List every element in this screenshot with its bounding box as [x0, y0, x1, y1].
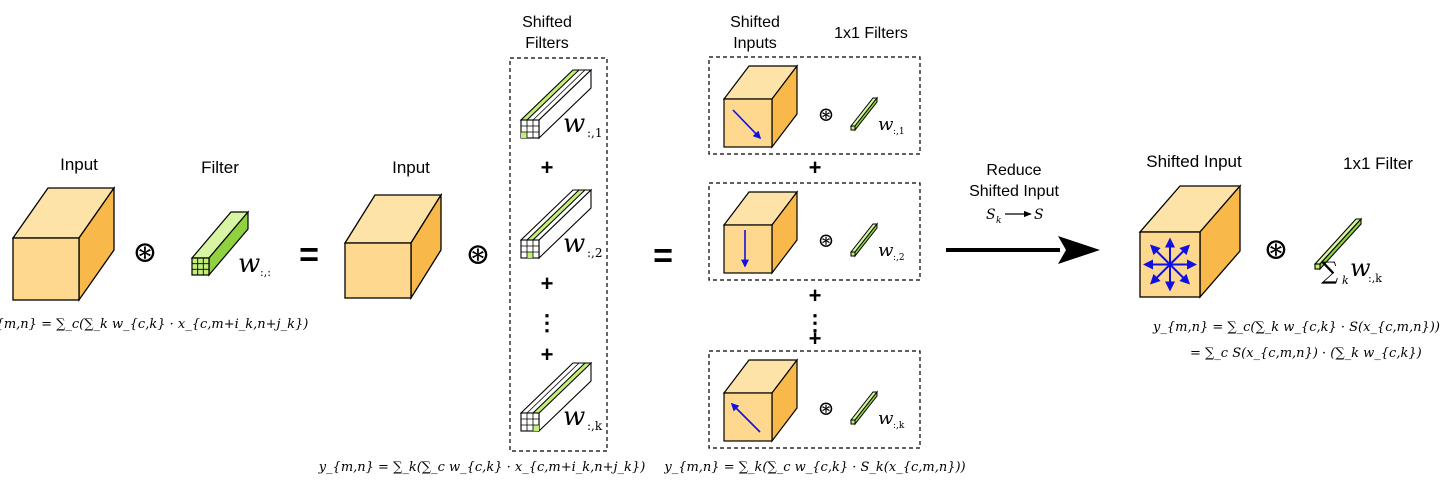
shift-directions-arrows: [1143, 237, 1197, 292]
radial-shift-arrow: [1169, 244, 1191, 266]
ellipsis-3: ⋮: [804, 310, 826, 335]
reduced-filter: [1313, 217, 1363, 271]
shifted-filter-3: w:,k: [519, 361, 603, 433]
plus-sign-2c: +: [541, 342, 554, 367]
shifted-filter-1: w:,1: [519, 68, 603, 140]
one-by-one-filter: [850, 125, 856, 131]
shifted-input-stack: ⊛w:,1⊛w:,2⊛w:,k: [708, 56, 921, 449]
ellipsis-2: ⋮: [536, 310, 558, 335]
reduce-arrow: [946, 236, 1100, 264]
reduce-formula: S k S: [986, 207, 1044, 226]
equation-2: y_{m,n} = ∑_k(∑_c w_{c,k} · x_{c,m+i_k,n…: [318, 460, 646, 475]
one-by-one-weight-sub: :,1: [893, 127, 905, 137]
sum-sub: k: [1342, 274, 1349, 287]
reduced-weight-sub: :,k: [1368, 272, 1382, 285]
shifted-filters-label-line2: Filters: [525, 35, 569, 52]
filter-1x1-label: 1x1 Filter: [1343, 154, 1413, 173]
conv-operator-3: ⊛: [818, 396, 835, 420]
shifted-input-row-1: ⊛ w:,1: [708, 56, 921, 155]
shifted-input-row-2: ⊛ w:,2: [708, 182, 921, 281]
reduced-weight-symbol: w: [1350, 254, 1371, 282]
input-label-2: Input: [392, 158, 430, 177]
radial-shift-arrow: [1149, 263, 1171, 285]
filter-label: Filter: [201, 158, 239, 177]
shifted-input-box: [708, 56, 921, 155]
reduce-label-line1: Reduce: [986, 162, 1041, 179]
equation-1: y_{m,n} = ∑_c(∑_k w_{c,k} · x_{c,m+i_k,n…: [0, 317, 308, 332]
one-by-one-weight-symbol: w: [878, 408, 894, 429]
section-shifted-filters: Input ⊛ Shifted Filters w:,1w:,2w:,k + +…: [318, 14, 673, 475]
equation-3: y_{m,n} = ∑_k(∑_c w_{c,k} · S_k(x_{c,m,n…: [663, 460, 965, 475]
section-standard-conv: Input ⊛ Filter w :,: y_{m,n} = ∑_c(∑_k w…: [0, 155, 319, 332]
equation-4-line1: y_{m,n} = ∑_c(∑_k w_{c,k} · S(x_{c,m,n})…: [1152, 320, 1440, 335]
section-reduced: Shifted Input ⊛ 1x1 Filter ∑ k w :,k y_{…: [1138, 152, 1440, 361]
shifted-filter-weight-sub: :,1: [587, 126, 603, 140]
shifted-filter-weight-sub: :,2: [587, 246, 603, 260]
one-by-one-filter: [850, 251, 856, 257]
filter-tensor: [190, 210, 250, 277]
input-label-1: Input: [60, 155, 98, 174]
shifted-input-label: Shifted Input: [1146, 152, 1242, 171]
equals-sign-2: =: [653, 237, 673, 275]
conv-operator-3: ⊛: [818, 228, 835, 252]
shift-direction-arrow: [732, 109, 762, 140]
shifted-input-cube: [723, 392, 773, 442]
reduce-label-line2: Shifted Input: [969, 183, 1059, 200]
one-by-one-weight-sub: :,2: [893, 253, 905, 263]
input-cube-2: [343, 192, 443, 301]
shifted-filter-stack: w:,1w:,2w:,k: [519, 68, 603, 433]
shifted-filter-weight-symbol: w: [563, 109, 585, 139]
one-by-one-weight-symbol: w: [878, 114, 894, 135]
conv-operator-1: ⊛: [132, 235, 157, 270]
filters-1x1-label: 1x1 Filters: [834, 25, 908, 42]
shifted-filter-weight-symbol: w: [563, 402, 585, 432]
reduce-formula-from: S: [986, 207, 996, 223]
shifted-filter-weight-sub: :,k: [587, 419, 603, 433]
shifted-input-box: [708, 182, 921, 281]
conv-operator-2: ⊛: [465, 237, 490, 272]
shifted-input-box: [708, 350, 921, 449]
conv-operator-3: ⊛: [818, 102, 835, 126]
shifted-input-row-3: ⊛ w:,k: [708, 350, 921, 449]
reduce-formula-from-sub: k: [996, 216, 1001, 226]
shifted-filter-2: w:,2: [519, 188, 603, 260]
reduce-formula-to: S: [1034, 207, 1044, 223]
shift-direction-arrow: [730, 402, 761, 433]
one-by-one-filter: [850, 419, 856, 425]
shifted-inputs-label-line2: Inputs: [733, 35, 777, 52]
filter-weight-sub: :,:: [260, 266, 271, 279]
radial-shift-arrow: [1149, 244, 1171, 266]
plus-sign-3a: +: [809, 155, 822, 180]
input-cube-1: [11, 185, 116, 303]
shifted-input-cube: [723, 224, 773, 274]
sum-symbol: ∑: [1321, 257, 1338, 285]
plus-sign-3c: +: [809, 326, 822, 351]
equation-4-line2: = ∑_c S(x_{c,m,n}) · (∑_k w_{c,k}): [1190, 346, 1422, 361]
shifted-input-cube: [723, 98, 773, 148]
plus-sign-2b: +: [541, 271, 554, 296]
conv-operator-4: ⊛: [1263, 232, 1288, 267]
filter-weight-symbol: w: [238, 249, 260, 279]
section-shifted-inputs: Shifted Inputs 1x1 Filters ⊛w:,1⊛w:,2⊛w:…: [663, 14, 965, 475]
shifted-filters-label-line1: Shifted: [522, 14, 572, 31]
equals-sign-1: =: [299, 236, 319, 274]
shifted-filter-weight-symbol: w: [563, 229, 585, 259]
shifted-inputs-label-line1: Shifted: [730, 14, 780, 31]
reduce-step: Reduce Shifted Input S k S: [946, 162, 1100, 264]
radial-shift-arrow: [1169, 263, 1191, 285]
plus-sign-3b: +: [809, 283, 822, 308]
plus-sign-2a: +: [541, 155, 554, 180]
one-by-one-weight-symbol: w: [878, 240, 894, 261]
one-by-one-weight-sub: :,k: [893, 421, 905, 431]
